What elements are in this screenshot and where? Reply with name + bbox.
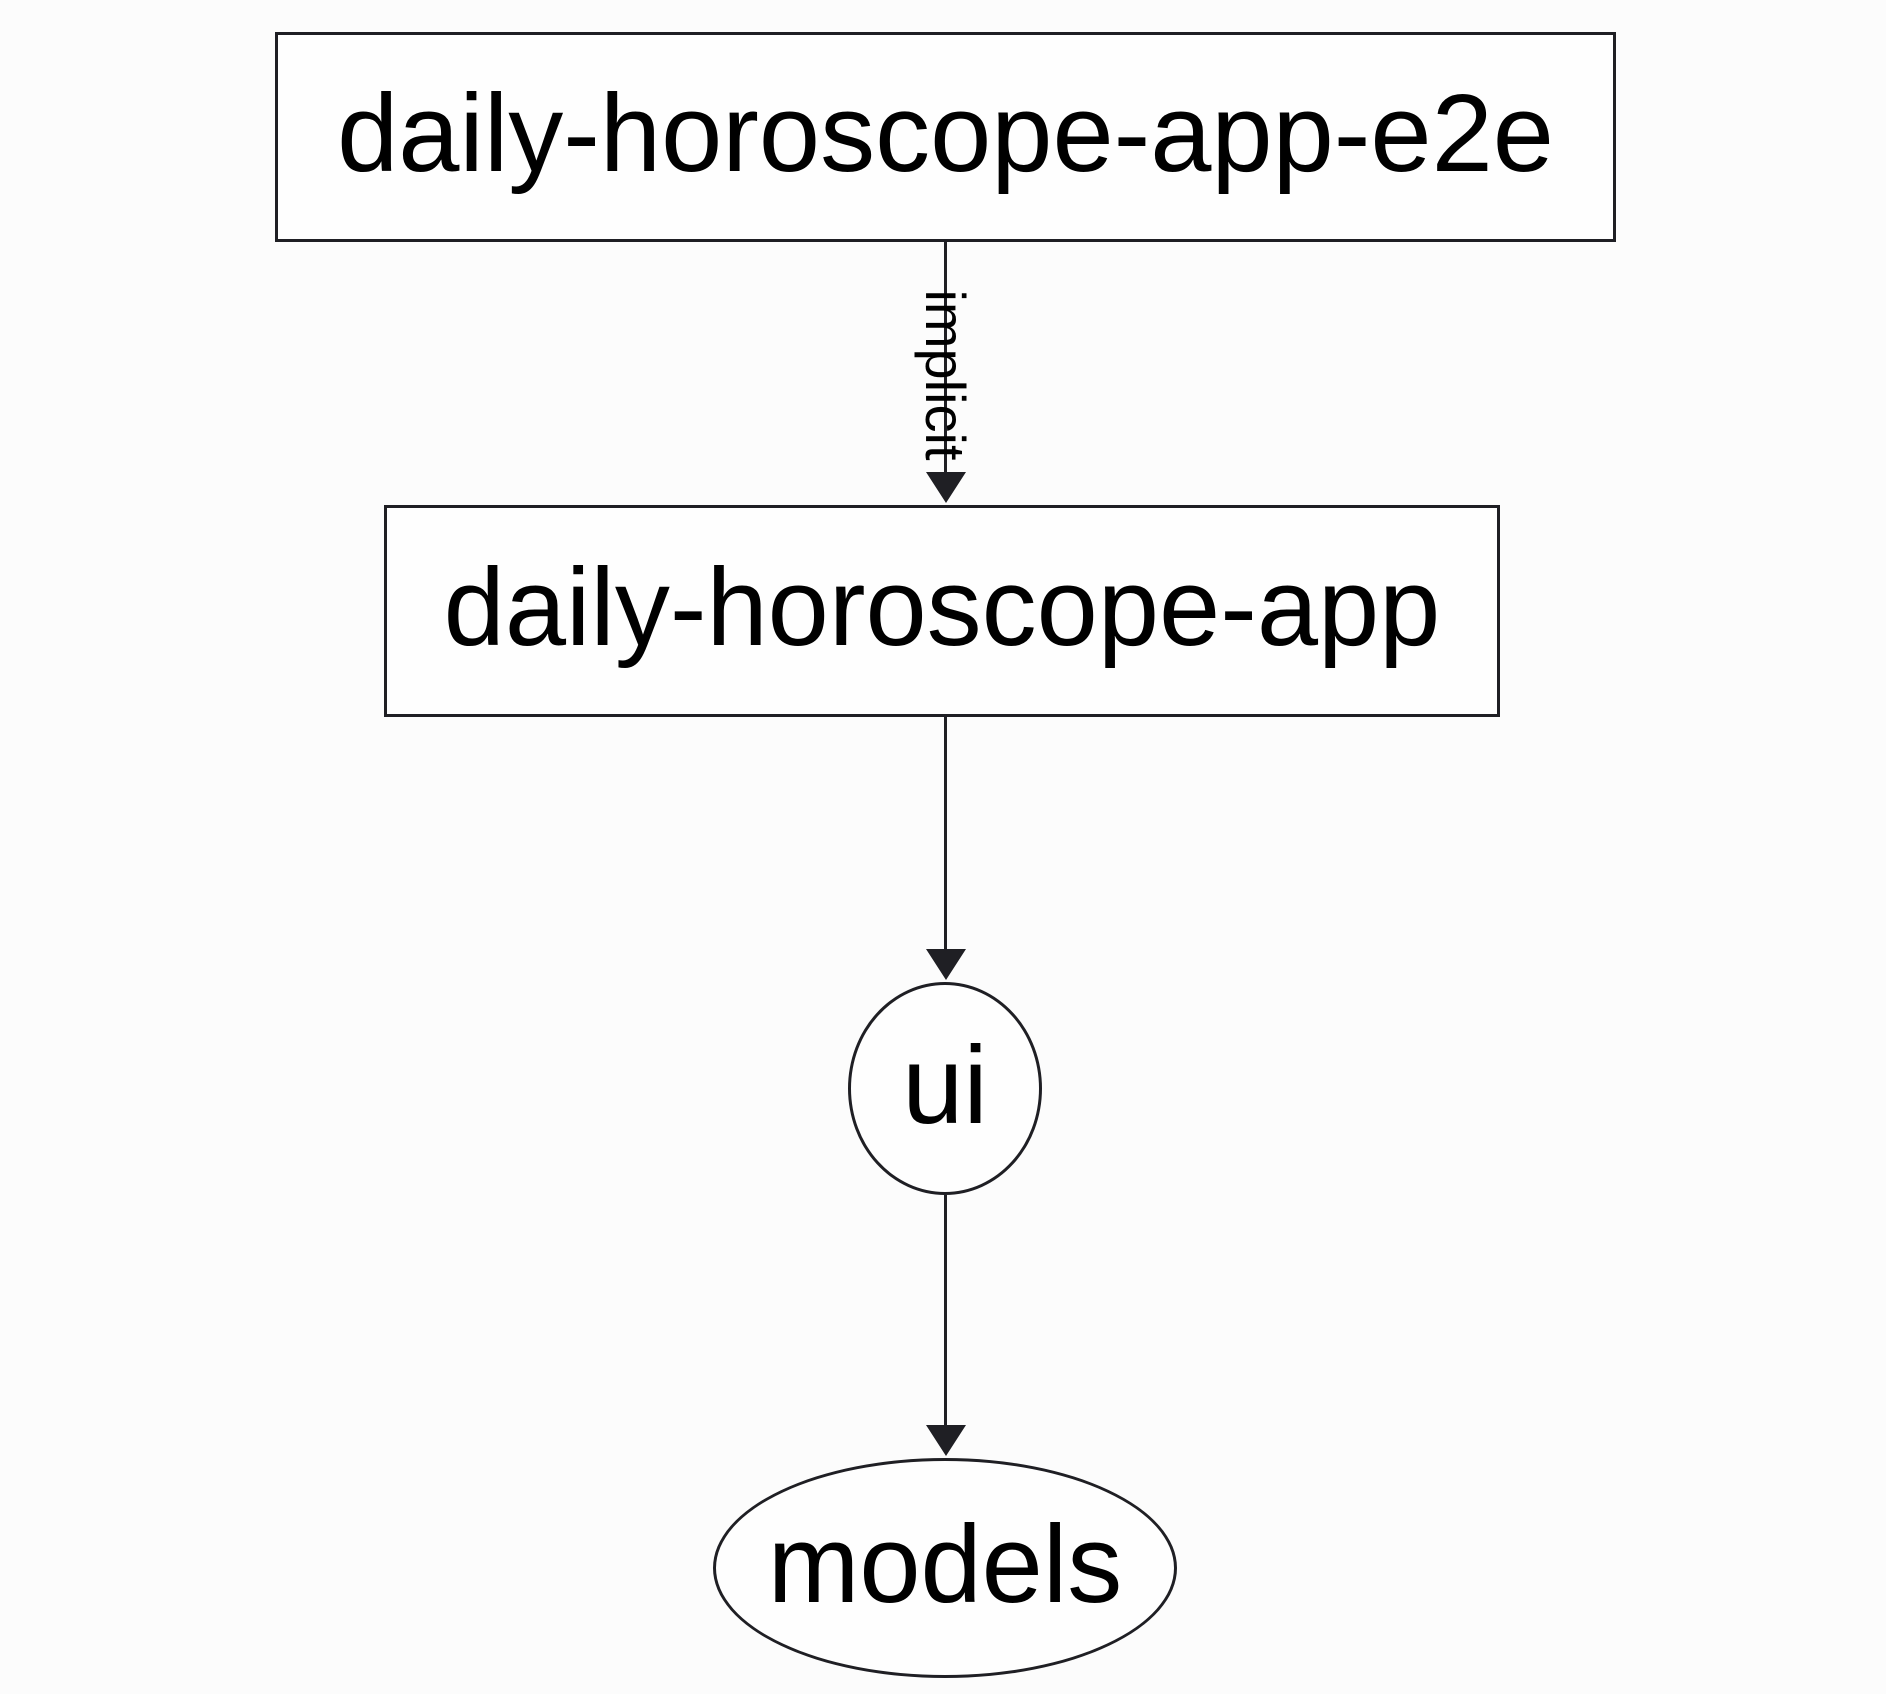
edge-app-to-ui-arrowhead-icon — [926, 949, 966, 980]
node-label-models: models — [767, 1503, 1123, 1626]
edge-app-to-ui-line — [944, 717, 947, 950]
edge-e2e-to-app-arrowhead-icon — [926, 472, 966, 503]
node-models[interactable]: models — [713, 1458, 1177, 1678]
node-label-ui: ui — [902, 1023, 988, 1147]
edge-label-implicit: implicit — [914, 289, 977, 461]
edge-e2e-to-app-line — [944, 242, 947, 473]
node-ui[interactable]: ui — [848, 982, 1042, 1195]
node-label-daily-horoscope-app: daily-horoscope-app — [443, 546, 1441, 669]
node-label-daily-horoscope-app-e2e: daily-horoscope-app-e2e — [337, 72, 1554, 195]
node-daily-horoscope-app[interactable]: daily-horoscope-app — [384, 505, 1500, 717]
node-daily-horoscope-app-e2e[interactable]: daily-horoscope-app-e2e — [275, 32, 1616, 242]
edge-ui-to-models-line — [944, 1195, 947, 1426]
edge-ui-to-models-arrowhead-icon — [926, 1425, 966, 1456]
